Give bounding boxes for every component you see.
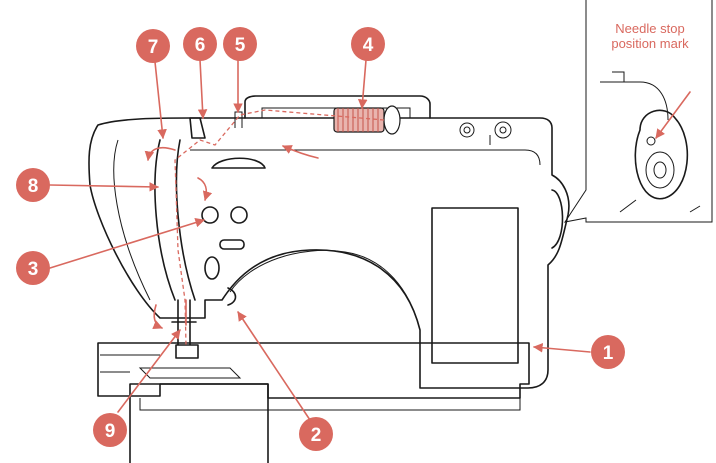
- marker-8-label: 8: [28, 176, 39, 197]
- threading-path: [144, 109, 385, 346]
- marker-2-label: 2: [311, 425, 322, 446]
- machine-body: [88, 117, 570, 389]
- thread-arrow-spool: [282, 145, 319, 159]
- upper-arm-line: [190, 149, 541, 166]
- inset-shaft: [619, 199, 701, 213]
- marker-3-label: 3: [28, 259, 39, 280]
- inset-title-line2: position mark: [611, 36, 689, 51]
- base-bottom-plate: [139, 398, 521, 411]
- tension-dial: [211, 157, 266, 169]
- inset-frame: [563, 0, 713, 223]
- leader-3: [49, 217, 205, 269]
- leader-9: [117, 329, 181, 413]
- marker-6: 6: [183, 27, 217, 61]
- threading-channel: [154, 139, 196, 301]
- leader-2: [237, 311, 311, 421]
- marker-8: 8: [16, 168, 50, 202]
- thread-spool: [333, 105, 401, 135]
- speed-slider: [219, 239, 245, 250]
- marker-4-label: 4: [363, 35, 374, 56]
- marker-3: 3: [16, 251, 50, 285]
- bobbin-winder: [459, 121, 512, 145]
- leader-lines: [49, 57, 591, 421]
- presser-foot-lever: [227, 287, 237, 306]
- marker-7-label: 7: [148, 37, 159, 58]
- inset-handwheel: [634, 109, 689, 200]
- leader-8: [49, 182, 159, 192]
- inset-handwheel-hub: [645, 151, 675, 189]
- sewing-machine-outline: [88, 95, 570, 463]
- inset-title-line1: Needle stop: [615, 21, 684, 36]
- needle-bar: [171, 299, 199, 359]
- marker-2: 2: [299, 417, 333, 451]
- thread-arrow-down: [197, 177, 213, 201]
- presser-lever-knob: [204, 256, 220, 280]
- needle-plate: [138, 367, 242, 379]
- head-front-curve: [113, 139, 151, 301]
- marker-1-label: 1: [603, 343, 614, 364]
- top-cover: [244, 95, 431, 119]
- leader-6: [197, 59, 208, 119]
- marker-7: 7: [136, 29, 170, 63]
- leader-7: [154, 61, 167, 139]
- marker-9: 9: [93, 413, 127, 447]
- thread-arrow-foot: [152, 304, 163, 330]
- thread-arrow-take-up: [144, 146, 176, 161]
- thread-dashed-path: [174, 109, 385, 346]
- marker-6-label: 6: [195, 35, 206, 56]
- front-panel-window: [431, 207, 519, 364]
- handwheel: [551, 189, 564, 249]
- needle-stop-mark: [646, 136, 656, 146]
- marker-5-label: 5: [235, 35, 246, 56]
- reverse-button: [230, 206, 248, 224]
- inset-machine-edge: [600, 71, 669, 121]
- needle-stop-inset: Needle stop position mark: [563, 0, 713, 223]
- marker-9-label: 9: [105, 421, 116, 442]
- inset-handwheel-center: [653, 161, 667, 179]
- arm-inner-curve: [229, 249, 421, 331]
- needle-position-button: [201, 206, 219, 224]
- marker-5: 5: [223, 27, 257, 61]
- marker-1: 1: [591, 335, 625, 369]
- machine-base: [97, 342, 530, 399]
- inset-mark-arrow: [655, 91, 691, 139]
- bed-detail: [100, 354, 160, 373]
- leader-1: [533, 342, 591, 353]
- take-up-lever: [189, 117, 206, 139]
- marker-4: 4: [351, 27, 385, 61]
- leader-4: [357, 59, 368, 109]
